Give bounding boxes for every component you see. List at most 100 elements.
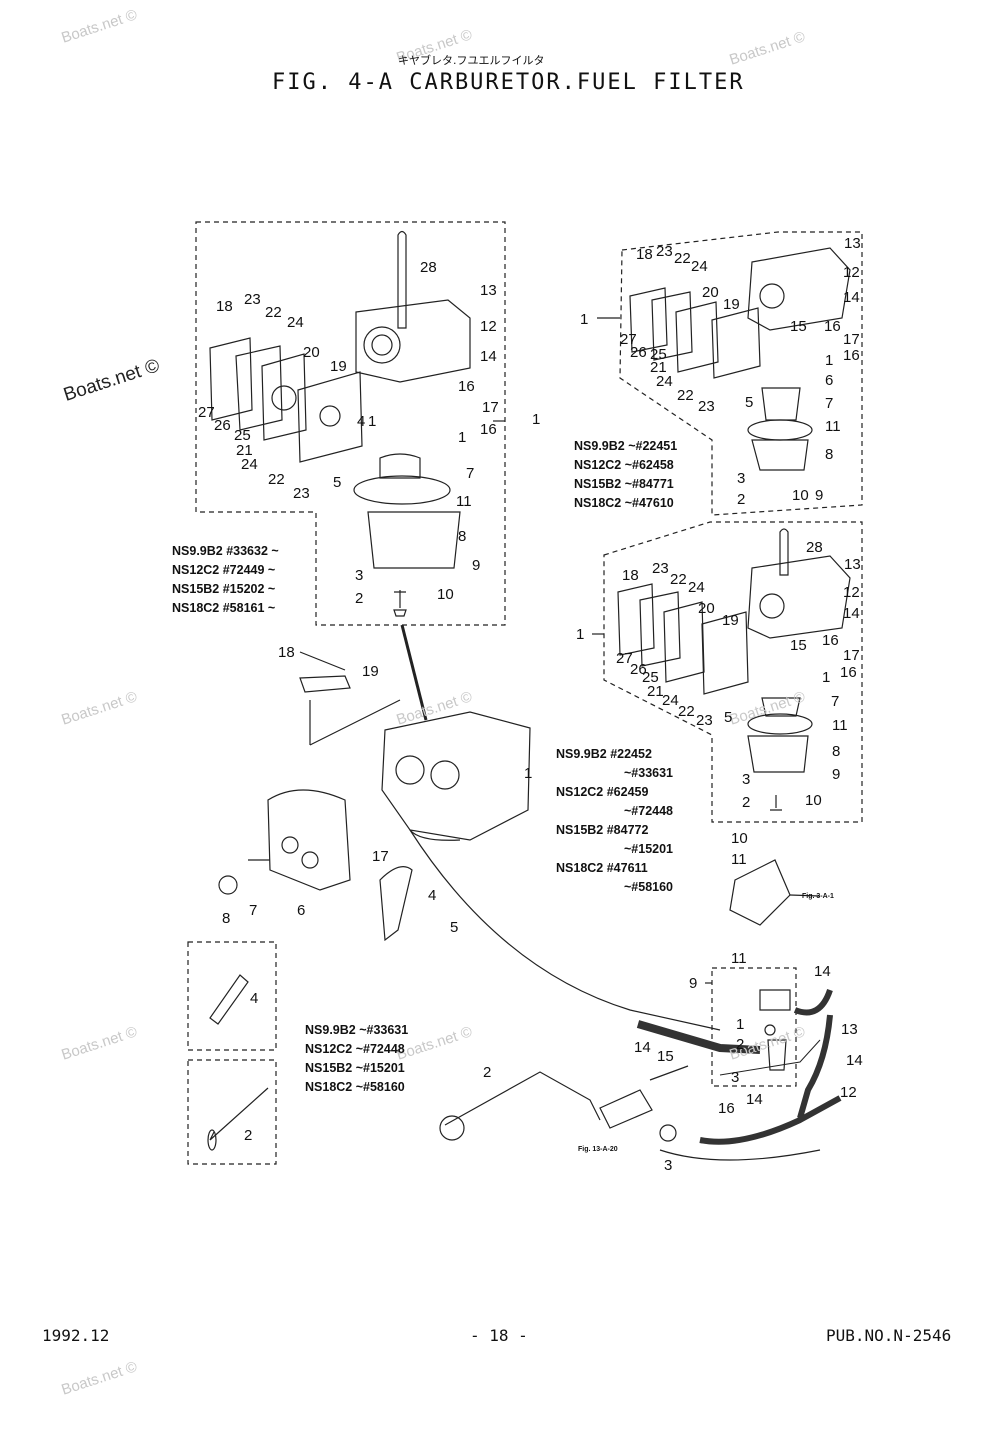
part-callout: 5 [450,919,459,936]
part-callout: 15 [790,318,807,335]
part-callout: 26 [630,344,647,361]
part-callout: 16 [458,378,475,395]
part-callout: 15 [790,637,807,654]
part-callout: 20 [702,284,719,301]
serial-range: ~#33631 [624,766,674,780]
serial-range: ~#58160 [624,880,674,894]
part-callout: 10 [805,792,822,809]
part-callout: 17 [843,331,860,348]
part-callout: 9 [689,975,698,992]
part-callout: 24 [241,456,258,473]
part-callout: 27 [620,331,637,348]
part-callout: 13 [841,1021,858,1038]
part-callout: 22 [265,304,282,321]
part-callout: 18 [216,298,233,315]
part-callout: 18 [622,567,639,584]
part-callout: 22 [670,571,687,588]
part-callout: 28 [420,259,437,276]
part-callout: 16 [822,632,839,649]
part-callout: 22 [678,703,695,720]
serial-range: NS9.9B2 #33632 ~ [172,544,279,558]
part-callout: 2 [244,1127,253,1144]
page-number: - 18 - [470,1326,528,1345]
part-callout: 14 [746,1091,763,1108]
part-callout: 14 [634,1039,651,1056]
part-callout: 8 [825,446,834,463]
serial-range: NS9.9B2 ~#33631 [305,1023,409,1037]
part-callout: 10 [731,830,748,847]
part-callout: 8 [222,910,231,927]
part-callout: 10 [437,586,454,603]
part-callout: 2 [355,590,364,607]
part-callout: 1 [736,1016,745,1033]
serial-range: NS12C2 #62459 [556,785,649,799]
part-callout: 1 [368,413,377,430]
part-callout: 1 [576,626,585,643]
part-callout: 25 [642,669,659,686]
part-callout: 5 [724,709,733,726]
part-callout: 14 [846,1052,863,1069]
part-callout: 23 [696,712,713,729]
part-callout: 23 [652,560,669,577]
part-callout: 3 [355,567,364,584]
part-callout: 24 [287,314,304,331]
part-callout: 14 [814,963,831,980]
part-callout: 13 [480,282,497,299]
part-callout: 17 [372,848,389,865]
serial-range: NS9.9B2 ~#22451 [574,439,678,453]
serial-range: NS9.9B2 #22452 [556,747,652,761]
part-callout: 16 [480,421,497,438]
part-callout: 7 [831,693,840,710]
part-callout: 3 [731,1069,740,1086]
part-callout: 16 [824,318,841,335]
part-callout: 21 [236,442,253,459]
part-callout: 7 [249,902,258,919]
part-callout: 22 [677,387,694,404]
part-callout: 4 [250,990,259,1007]
part-callout: 14 [843,605,860,622]
serial-range: NS15B2 #15202 ~ [172,582,276,596]
main-carb-box [195,221,506,626]
serial-range: ~#15201 [624,842,674,856]
part-callout: 9 [815,487,824,504]
part-callout: 6 [297,902,306,919]
part-callout: 21 [650,359,667,376]
serial-range: NS18C2 #47611 [556,861,648,875]
part-callout: 6 [825,372,834,389]
part-callout: 22 [268,471,285,488]
part-callout: 23 [244,291,261,308]
part-callout: 3 [742,771,751,788]
choke-inset-box [187,1059,277,1165]
part-callout: 16 [840,664,857,681]
serial-range: NS15B2 ~#84771 [574,477,674,491]
part-callout: 11 [832,717,848,734]
part-callout: 20 [698,600,715,617]
figure-title: FIG. 4-A CARBURETOR.FUEL FILTER [272,70,745,95]
part-callout: 12 [843,584,860,601]
print-date: 1992.12 [42,1326,110,1345]
part-callout: 2 [736,1036,745,1053]
serial-range: NS15B2 ~#15201 [305,1061,405,1075]
part-callout: 14 [480,348,497,365]
part-callout: 18 [278,644,295,661]
part-callout: 8 [832,743,841,760]
part-callout: 23 [698,398,715,415]
part-callout: 23 [293,485,310,502]
serial-range: NS12C2 #72449 ~ [172,563,276,577]
figure-subtitle-jp: キヤブレタ.フユエルフイルタ [398,54,545,67]
part-callout: 2 [483,1064,492,1081]
part-callout: 7 [825,395,834,412]
figure-reference: Fig. 3-A-1 [802,893,834,900]
serial-range: NS15B2 #84772 [556,823,649,837]
part-callout: 3 [664,1157,673,1174]
part-callout: 13 [844,556,861,573]
part-callout: 1 [580,311,589,328]
part-callout: 8 [458,528,467,545]
part-callout: 23 [656,243,673,260]
serial-range: NS12C2 ~#72448 [305,1042,405,1056]
part-callout: 2 [737,491,746,508]
part-callout: 26 [630,661,647,678]
part-callout: 11 [456,493,472,510]
